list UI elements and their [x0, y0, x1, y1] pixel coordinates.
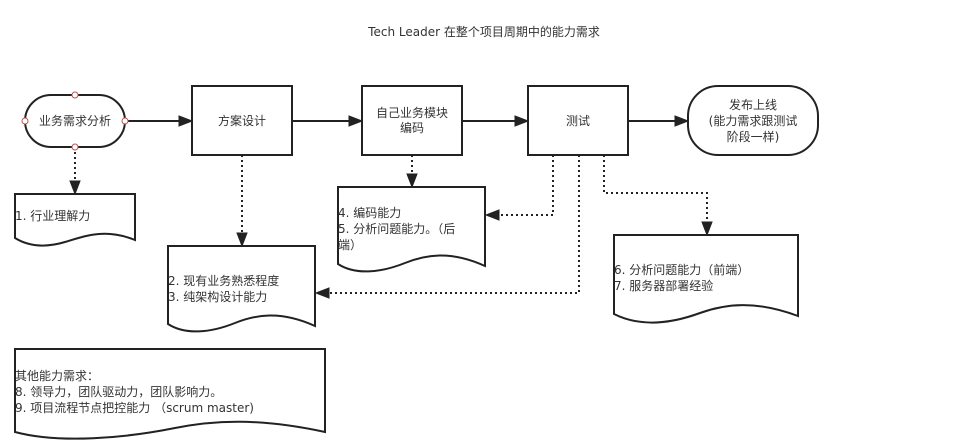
arrowhead-icon — [69, 180, 81, 196]
node-solution-design[interactable]: 方案设计 — [191, 85, 293, 156]
node-label-line-1: 自己业务模块 — [376, 105, 448, 120]
arrowhead-icon — [314, 287, 330, 299]
doc-line-2: 7. 服务器部署经验 — [614, 278, 713, 293]
doc-line-1: 2. 现有业务熟悉程度 — [168, 273, 279, 288]
edge-line — [328, 155, 580, 294]
node-label: 方案设计 — [218, 113, 266, 128]
node-label: 业务需求分析 — [39, 113, 111, 128]
document-shape — [337, 186, 486, 273]
doc-line-2: 8. 领导力，团队驱动力，团队影响力。 — [15, 384, 222, 399]
doc-line-1: 其他能力需求： — [15, 369, 99, 383]
edge-coding-to-testing[interactable] — [462, 115, 530, 127]
node-label-line-2: 编码 — [400, 120, 424, 135]
doc-line-3: 9. 项目流程节点把控能力 （scrum master) — [15, 400, 254, 415]
arrowhead-icon — [348, 115, 364, 127]
edge-testing-to-frontend-doc[interactable] — [603, 155, 713, 237]
terminator-shape — [687, 85, 819, 156]
doc-coding-skills[interactable]: 4. 编码能力 5. 分析问题能力。（后 端） — [337, 186, 486, 273]
document-shape — [167, 245, 316, 333]
edge-design-to-design-doc[interactable] — [236, 155, 248, 248]
doc-design-skills[interactable]: 2. 现有业务熟悉程度 3. 纯架构设计能力 — [167, 245, 316, 333]
doc-line-1: 6. 分析问题能力（前端） — [614, 262, 749, 277]
edge-analysis-to-design[interactable] — [125, 115, 194, 127]
document-shape — [14, 348, 326, 440]
edge-analysis-to-industry-doc[interactable] — [69, 147, 81, 196]
connection-handle-top[interactable] — [71, 91, 79, 99]
doc-other-skills[interactable]: 其他能力需求： 8. 领导力，团队驱动力，团队影响力。 9. 项目流程节点把控能… — [14, 348, 326, 440]
node-label-line-1: 发布上线 — [729, 97, 777, 112]
doc-line-1: 1. 行业理解力 — [15, 209, 90, 223]
connection-handle-left[interactable] — [21, 117, 29, 125]
arrowhead-icon — [674, 115, 690, 127]
node-label: 测试 — [566, 113, 590, 128]
connection-handle-right[interactable] — [121, 117, 129, 125]
doc-line-1: 4. 编码能力 — [338, 205, 401, 220]
doc-line-2: 3. 纯架构设计能力 — [168, 289, 267, 304]
document-shape — [14, 193, 136, 247]
doc-industry-understanding[interactable]: 1. 行业理解力 — [14, 193, 136, 247]
doc-frontend-skills[interactable]: 6. 分析问题能力（前端） 7. 服务器部署经验 — [613, 234, 799, 324]
process-shape — [191, 85, 293, 156]
edge-testing-to-design-doc[interactable] — [314, 155, 580, 299]
arrowhead-icon — [178, 115, 194, 127]
edge-coding-to-coding-doc[interactable] — [406, 155, 418, 189]
node-label-line-3: 阶段一样) — [727, 129, 780, 144]
edge-testing-to-coding-doc[interactable] — [484, 155, 554, 221]
process-shape — [527, 85, 629, 156]
edge-design-to-coding[interactable] — [292, 115, 364, 127]
node-label-line-2: (能力需求跟测试 — [709, 113, 798, 128]
connection-handle-bottom[interactable] — [71, 143, 79, 151]
doc-line-3: 端） — [338, 238, 362, 252]
node-testing[interactable]: 测试 — [527, 85, 629, 156]
process-shape — [361, 85, 463, 156]
node-release[interactable]: 发布上线 (能力需求跟测试 阶段一样) — [687, 85, 819, 156]
node-module-coding[interactable]: 自己业务模块 编码 — [361, 85, 463, 156]
arrowhead-icon — [406, 173, 418, 189]
diagram-title: Tech Leader 在整个项目周期中的能力需求 — [367, 24, 600, 39]
edge-line — [603, 155, 708, 223]
edge-testing-to-release[interactable] — [628, 115, 690, 127]
node-requirement-analysis[interactable]: 业务需求分析 — [21, 91, 129, 151]
arrowhead-icon — [484, 209, 500, 221]
edge-line — [498, 155, 554, 216]
arrowhead-icon — [236, 232, 248, 248]
arrowhead-icon — [514, 115, 530, 127]
doc-line-2: 5. 分析问题能力。（后 — [338, 222, 455, 236]
arrowhead-icon — [701, 221, 713, 237]
document-shape — [613, 234, 799, 324]
